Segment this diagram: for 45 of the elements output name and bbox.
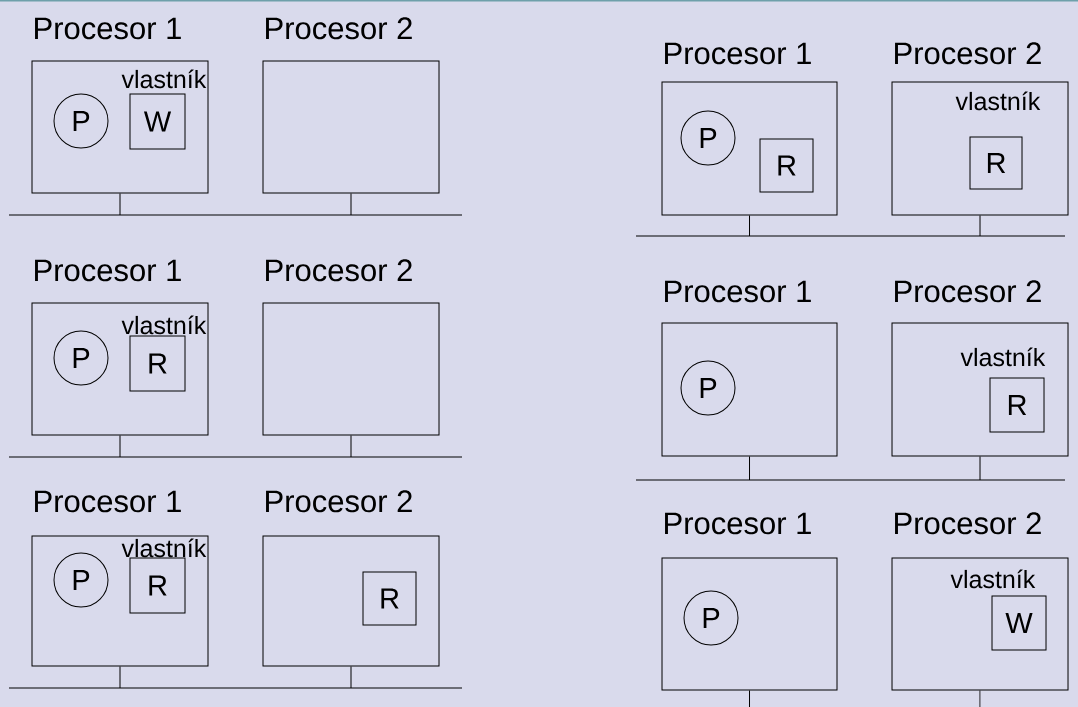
bus-line: [636, 479, 1065, 481]
data-block: R: [989, 377, 1045, 433]
data-block: R: [759, 138, 814, 193]
bus-connector: [749, 690, 750, 707]
bus-connector: [749, 215, 750, 237]
bus-connector: [350, 435, 352, 458]
data-block: R: [362, 571, 417, 626]
node-label: Procesor 1: [35, 490, 181, 513]
bus-line: [9, 456, 462, 458]
bus-connector: [350, 666, 352, 689]
bus-line: [636, 235, 1065, 237]
data-block: W: [129, 93, 186, 150]
data-block: R: [969, 136, 1023, 190]
bus-connector: [979, 690, 981, 707]
bus-line: [9, 687, 462, 689]
bus-connector: [119, 193, 121, 216]
owner-label: vlastník: [955, 91, 1041, 111]
node-label: Procesor 1: [665, 280, 811, 303]
bus-connector: [119, 666, 121, 689]
processor-box: Procesor 2: [262, 17, 440, 194]
node-label: Procesor 2: [895, 42, 1041, 65]
node-label: Procesor 2: [266, 490, 412, 513]
owner-label: vlastník: [121, 69, 207, 89]
bus-connector: [350, 193, 352, 216]
bus-line: [9, 214, 462, 216]
owner-label: vlastník: [121, 538, 207, 558]
node-label: Procesor 2: [266, 17, 412, 40]
node-label: Procesor 1: [35, 259, 181, 282]
node-label: Procesor 1: [665, 42, 811, 65]
node-label: Procesor 2: [895, 512, 1041, 535]
node-label: Procesor 1: [35, 17, 181, 40]
owner-label: vlastník: [950, 569, 1036, 589]
owner-label: vlastník: [960, 347, 1046, 367]
processor-box: Procesor 2: [262, 259, 440, 436]
bus-connector: [979, 215, 981, 237]
owner-label: vlastník: [121, 315, 207, 335]
node-label: Procesor 2: [266, 259, 412, 282]
bus-connector: [979, 456, 981, 481]
data-block: W: [991, 595, 1047, 651]
node-label: Procesor 1: [665, 512, 811, 535]
data-block: R: [129, 557, 186, 614]
bus-connector: [119, 435, 121, 458]
node-label: Procesor 2: [895, 280, 1041, 303]
data-block: R: [129, 335, 186, 392]
bus-connector: [749, 456, 750, 481]
